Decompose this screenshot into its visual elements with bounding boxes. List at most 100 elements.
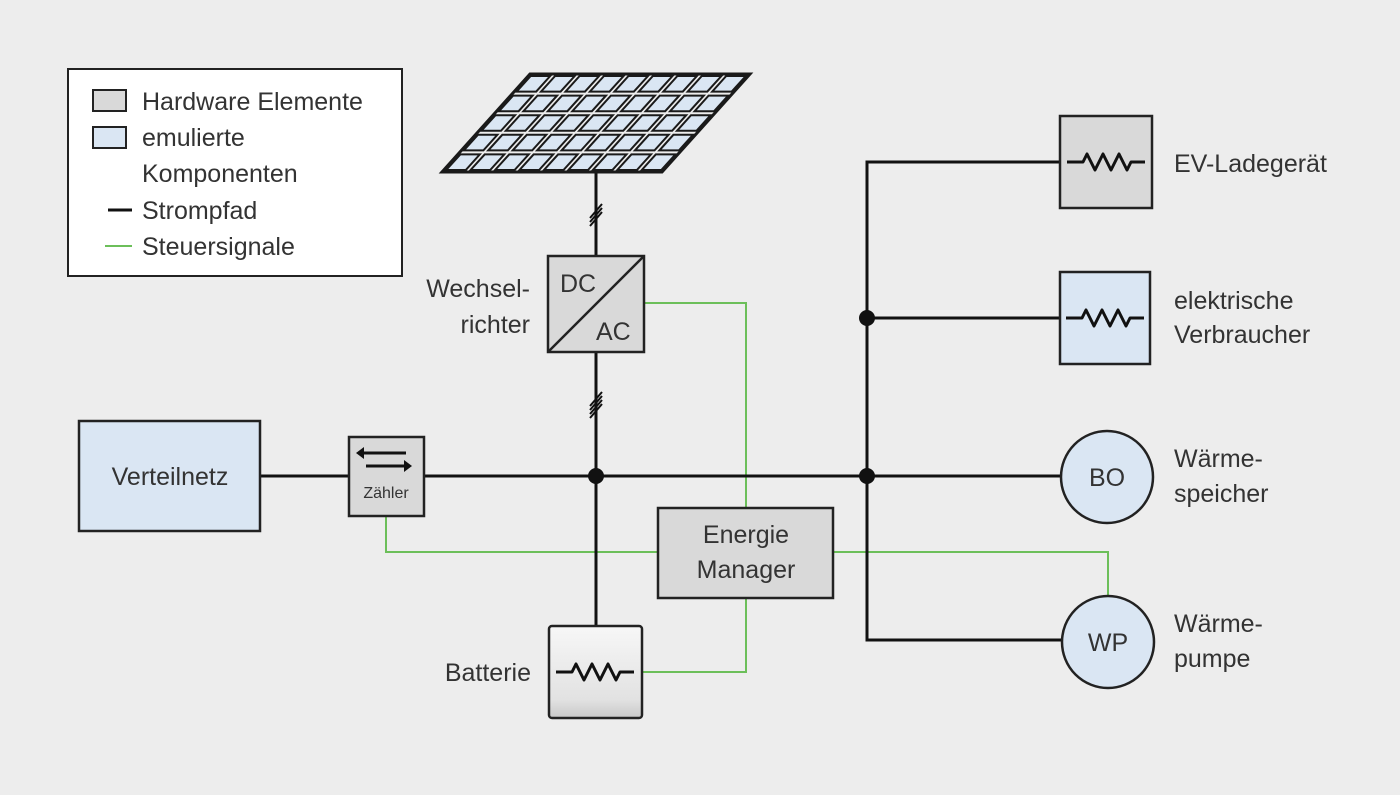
pv-cell — [594, 94, 633, 113]
pv-cell — [661, 75, 700, 93]
heat-storage-label-2: speicher — [1174, 480, 1269, 508]
pv-cell — [650, 114, 689, 132]
inverter-dc-label: DC — [560, 270, 596, 298]
pv-cell — [545, 94, 584, 113]
power-lines — [260, 160, 1062, 642]
electric-consumers: elektrische Verbraucher — [1058, 270, 1310, 366]
energy-manager-box — [656, 506, 835, 600]
battery-label: Batterie — [445, 659, 531, 687]
resistor-icon — [556, 662, 634, 682]
inverter-ac-label: AC — [596, 318, 631, 346]
pv-cell — [692, 94, 731, 113]
inverter-label-2: richter — [461, 311, 530, 339]
legend: Hardware Elemente emulierte Komponenten … — [67, 68, 403, 277]
pv-cell — [674, 114, 713, 132]
ev-charger-label: EV-Ladegerät — [1174, 150, 1327, 178]
pv-cell — [685, 75, 724, 93]
junction-dot — [859, 310, 875, 326]
legend-power-label: Strompfad — [142, 197, 257, 225]
pv-cell — [468, 153, 507, 171]
legend-control-label: Steuersignale — [142, 233, 295, 261]
legend-emulated-swatch — [92, 126, 127, 149]
meter-label: Zähler — [363, 485, 409, 502]
pv-cell — [492, 153, 531, 171]
pv-cell — [587, 75, 626, 93]
energy-manager-label-2: Manager — [697, 556, 796, 584]
control-line-meter — [385, 516, 658, 553]
heat-pump-symbol: WP — [1088, 629, 1128, 657]
junction-dot — [859, 468, 875, 484]
energy-manager: Energie Manager — [656, 506, 835, 600]
pv-cell — [521, 94, 560, 113]
pv-cell — [510, 133, 549, 152]
legend-hardware-label: Hardware Elemente — [142, 88, 363, 116]
pv-cell — [566, 153, 605, 171]
bidirectional-arrows-icon — [356, 447, 412, 472]
electric-consumers-label-2: Verbraucher — [1174, 321, 1310, 349]
pv-cell — [636, 75, 675, 93]
heat-storage-symbol: BO — [1089, 464, 1125, 492]
pv-cell — [601, 114, 640, 132]
control-signal-lines — [385, 302, 1109, 673]
pv-cell — [632, 133, 671, 152]
pv-cell — [570, 94, 609, 113]
ev-charger: EV-Ladegerät — [1058, 114, 1327, 210]
heat-storage-label-1: Wärme- — [1174, 445, 1263, 473]
pv-cell — [563, 75, 602, 93]
legend-hardware-swatch — [92, 89, 127, 112]
heat-pump-label-2: pumpe — [1174, 645, 1250, 673]
grid-label: Verteilnetz — [112, 463, 229, 491]
junction-dots — [588, 310, 875, 484]
pv-cell — [612, 75, 651, 93]
control-line-heatpump — [833, 551, 1109, 596]
pv-cell — [496, 94, 535, 113]
inverter-label-1: Wechsel- — [426, 275, 530, 303]
inverter: DC AC Wechsel- richter — [426, 254, 646, 354]
resistor-icon — [1066, 308, 1144, 328]
heat-pump: WP Wärme- pumpe — [1060, 594, 1263, 690]
electric-consumers-label-1: elektrische — [1174, 287, 1294, 315]
pv-cell — [485, 133, 525, 152]
heat-storage-circle — [1059, 429, 1155, 525]
pv-cell — [479, 114, 518, 132]
pv-cell — [657, 133, 696, 152]
resistor-icon — [1067, 152, 1145, 172]
junction-dot — [588, 468, 604, 484]
energy-manager-label-1: Energie — [703, 521, 789, 549]
power-line-load-bus — [865, 160, 1062, 642]
control-line-battery — [642, 598, 747, 673]
pv-cell — [625, 114, 664, 132]
battery: Batterie — [445, 624, 644, 720]
pv-cell — [514, 75, 553, 93]
meter: Zähler — [347, 435, 426, 518]
control-line-inverter — [644, 302, 747, 508]
pv-cell — [443, 153, 483, 171]
pv-cell — [667, 94, 707, 113]
pv-panel-icon — [438, 72, 754, 174]
pv-cell — [639, 153, 678, 171]
pv-cell — [534, 133, 574, 152]
pv-cell — [583, 133, 622, 152]
pv-cell — [528, 114, 567, 132]
pv-cell — [552, 114, 591, 132]
legend-emulated-label-2: Komponenten — [142, 160, 298, 188]
pv-cell — [517, 153, 556, 171]
meter-box — [347, 435, 426, 518]
grid-box — [77, 419, 262, 533]
pv-cell — [461, 133, 500, 152]
pv-cell — [709, 75, 749, 93]
heat-pump-label-1: Wärme- — [1174, 610, 1263, 638]
pv-cell — [608, 133, 647, 152]
pv-cell — [538, 75, 577, 93]
pv-cell — [503, 114, 542, 132]
pv-cell — [590, 153, 629, 171]
three-phase-marks — [589, 203, 603, 419]
legend-emulated-label: emulierte — [142, 124, 245, 152]
pv-cell — [643, 94, 682, 113]
pv-cell — [618, 94, 658, 113]
heat-storage: BO Wärme- speicher — [1059, 429, 1269, 525]
grid: Verteilnetz — [77, 419, 262, 533]
pv-cell — [541, 153, 580, 171]
pv-cell — [576, 114, 616, 132]
